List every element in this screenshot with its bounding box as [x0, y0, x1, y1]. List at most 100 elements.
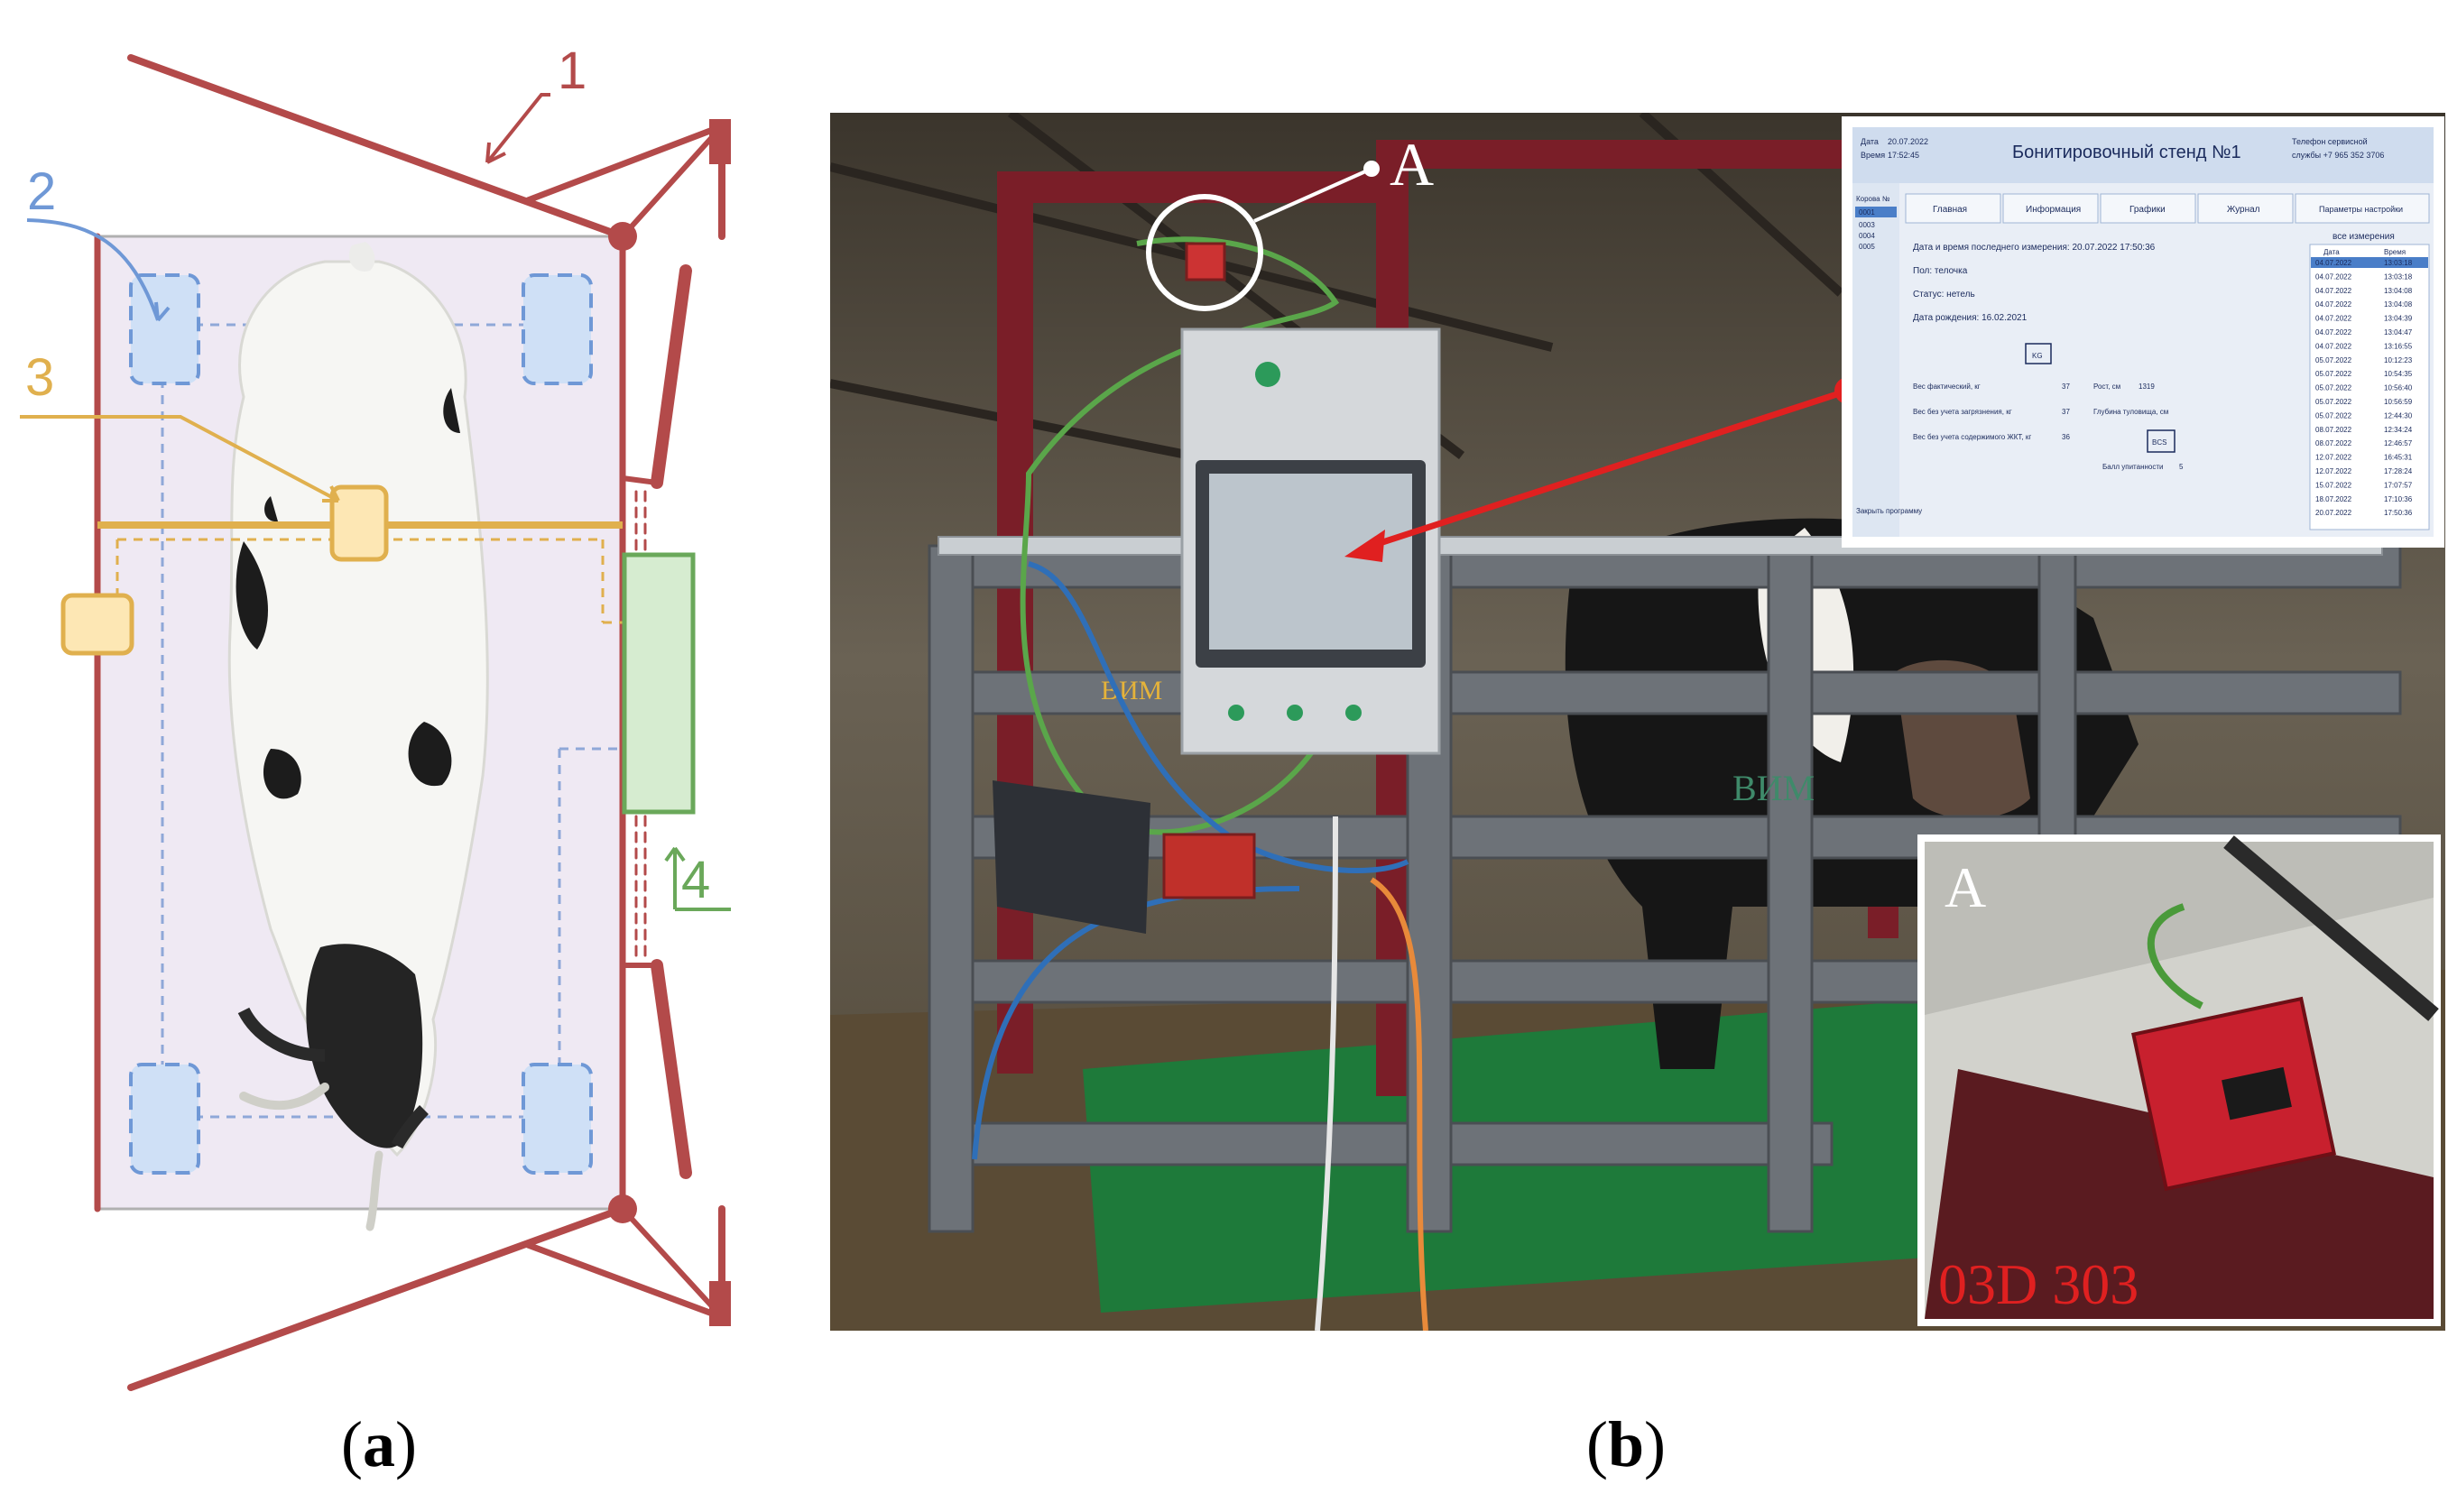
cow-top-view	[227, 242, 489, 1231]
measurement-time: 13:16:55	[2384, 342, 2413, 350]
bcs-value: 5	[2179, 463, 2184, 471]
measurement-rows: 04.07.2022 13:03:18 04.07.2022 13:03:18 04.0…	[2315, 259, 2413, 517]
measurement-date: 08.07.2022	[2315, 439, 2352, 447]
weight3-value: 36	[2062, 433, 2070, 441]
measurement-date: 05.07.2022	[2315, 356, 2352, 364]
weight-value: 37	[2062, 383, 2070, 391]
measurement-time: 17:28:24	[2384, 467, 2413, 475]
measurement-date: 15.07.2022	[2315, 481, 2352, 489]
screen-id-item: 0005	[1859, 243, 1875, 251]
fence-brand-right: ВИМ	[1732, 768, 1815, 808]
caption-b: (b)	[1586, 1408, 1667, 1480]
label-leaders	[20, 93, 731, 911]
measurement-time: 13:03:18	[2384, 272, 2413, 281]
measurement-time: 13:04:39	[2384, 315, 2413, 323]
measurement-time: 10:12:23	[2384, 356, 2413, 364]
kg-icon-text: KG	[2032, 352, 2043, 360]
schematic-diagram: 1 2 3 4	[20, 41, 731, 1391]
measurement-time: 12:34:24	[2384, 426, 2413, 434]
screen-phone-1: Телефон сервисной	[2292, 137, 2368, 146]
screen-sex: Пол: телочка	[1913, 266, 1968, 276]
label-3: 3	[25, 348, 54, 407]
kg-icon	[2025, 343, 2052, 364]
installation-photo: ВИМ ВИМ A Дата 20.07.2022 Время	[830, 113, 2445, 1331]
screen-date-value: 20.07.2022	[1888, 137, 1928, 146]
inset-label-a: A	[1945, 855, 1986, 919]
measurement-date: 04.07.2022	[2315, 272, 2352, 281]
measurement-date: 05.07.2022	[2315, 384, 2352, 392]
screen-time-label: Время	[1861, 151, 1885, 160]
weight3-label: Вес без учета содержимого ЖКТ, кг	[1913, 433, 2031, 441]
measurement-date: 18.07.2022	[2315, 495, 2352, 503]
load-cell	[129, 1063, 200, 1175]
control-cabinet	[1180, 327, 1441, 755]
weight-label: Вес фактический, кг	[1913, 383, 1981, 391]
load-cell	[129, 273, 200, 385]
screen-title: Бонитировочный стенд №1	[2012, 143, 2241, 162]
post-top	[709, 119, 731, 164]
junction-box	[1162, 833, 1256, 899]
overhead-camera	[1185, 242, 1226, 281]
hinge-bottom	[608, 1194, 637, 1223]
screen-date-label: Дата	[1861, 137, 1879, 146]
measurement-date: 04.07.2022	[2315, 315, 2352, 323]
screen-id-header: Корова №	[1856, 195, 1890, 203]
zoom-arrow	[1370, 387, 1850, 549]
label-2: 2	[27, 162, 56, 221]
col-date: Дата	[2323, 248, 2340, 256]
depth-camera	[329, 484, 389, 562]
bcs-icon-text: BCS	[2152, 438, 2166, 447]
label-1: 1	[558, 41, 587, 100]
side-camera	[60, 593, 134, 656]
screen-time-value: 17:52:45	[1888, 151, 1919, 160]
measurement-date: 04.07.2022	[2315, 287, 2352, 295]
tab-settings: Параметры настройки	[2319, 205, 2403, 214]
measurement-date: 20.07.2022	[2315, 509, 2352, 517]
height-value: 1319	[2139, 383, 2155, 391]
measurement-time: 16:45:31	[2384, 454, 2413, 462]
screen-close: Закрыть программу	[1856, 507, 1922, 515]
measurement-time: 12:46:57	[2384, 439, 2413, 447]
measurement-date: 05.07.2022	[2315, 370, 2352, 378]
screen-last-measure: Дата и время последнего измерения: 20.07…	[1913, 243, 2156, 253]
tab-info: Информация	[2026, 204, 2081, 215]
measurement-date: 04.07.2022	[2315, 300, 2352, 309]
cables	[972, 236, 1428, 1331]
sensor-model-label: 03D 303	[1938, 1252, 2139, 1316]
camera-inset: A 03D 303	[1917, 834, 2441, 1326]
measurement-date: 05.07.2022	[2315, 398, 2352, 406]
screen-id-item: 0004	[1859, 232, 1875, 240]
measurement-time: 13:03:18	[2384, 259, 2413, 267]
marker-dot	[1363, 161, 1380, 177]
tab-main: Главная	[1933, 205, 1967, 215]
screen-birth: Дата рождения: 16.02.2021	[1913, 313, 2028, 323]
screen-tabs: Главная Информация Графики Журнал Параме…	[1905, 193, 2430, 224]
hinge-top	[608, 222, 637, 251]
screen-id-item: 0001	[1859, 208, 1875, 217]
chest-label: Глубина туловища, см	[2093, 408, 2168, 416]
measurement-date: 04.07.2022	[2315, 259, 2352, 267]
measurement-time: 10:56:40	[2384, 384, 2413, 392]
measurement-time: 17:50:36	[2384, 509, 2413, 517]
tab-log: Журнал	[2227, 205, 2260, 215]
load-cell	[522, 273, 593, 385]
measurement-time: 13:04:47	[2384, 328, 2413, 337]
measurement-date: 12.07.2022	[2315, 454, 2352, 462]
load-cell	[522, 1063, 593, 1175]
load-cells	[129, 273, 593, 1175]
weight2-value: 37	[2062, 408, 2070, 416]
bcs-label: Балл упитанности	[2102, 463, 2164, 471]
zoom-arrowhead	[1344, 530, 1385, 562]
measurement-time: 17:07:57	[2384, 481, 2413, 489]
height-label: Рост, см	[2093, 383, 2120, 391]
weight2-label: Вес без учета загрязнения, кг	[1913, 408, 2012, 416]
sensor-bar	[60, 484, 623, 656]
control-box	[622, 552, 696, 815]
screen-id-item: 0003	[1859, 221, 1875, 229]
measurement-date: 04.07.2022	[2315, 342, 2352, 350]
marker-label-a: A	[1390, 130, 1434, 198]
measurement-time: 13:04:08	[2384, 300, 2413, 309]
measurement-time: 17:10:36	[2384, 495, 2413, 503]
tab-charts: Графики	[2129, 204, 2166, 215]
measurement-time: 12:44:30	[2384, 411, 2413, 419]
